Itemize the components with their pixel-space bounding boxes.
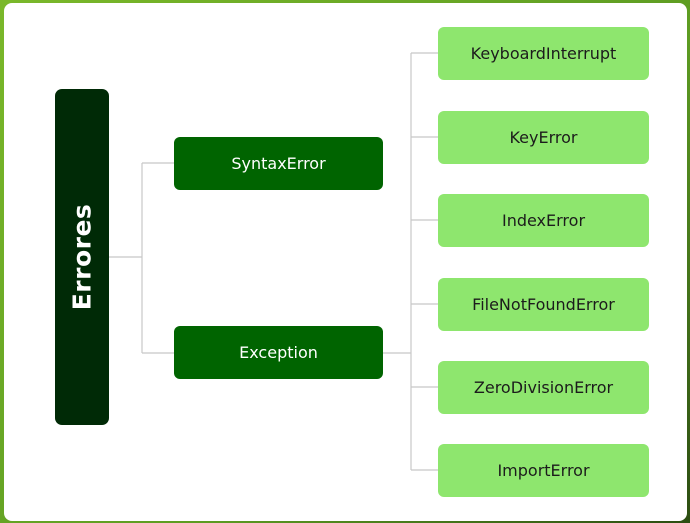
node-zerodivisionerror: ZeroDivisionError <box>438 361 649 414</box>
node-keyerror: KeyError <box>438 111 649 164</box>
node-syntaxerror: SyntaxError <box>174 137 383 190</box>
node-exception: Exception <box>174 326 383 379</box>
node-importerror: ImportError <box>438 444 649 497</box>
diagram-card <box>4 3 687 521</box>
node-filenotfounderror: FileNotFoundError <box>438 278 649 331</box>
root-node: Errores <box>55 89 109 425</box>
node-indexerror: IndexError <box>438 194 649 247</box>
root-node-label: Errores <box>67 203 97 311</box>
node-keyboardinterrupt: KeyboardInterrupt <box>438 27 649 80</box>
